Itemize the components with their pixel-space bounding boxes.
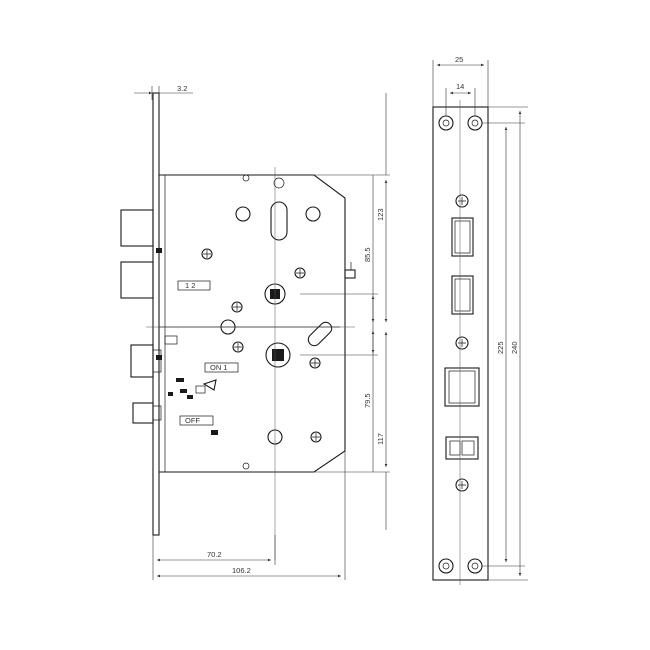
faceplate-outline [432, 106, 489, 581]
dim-spindle-upper: 85.5 [363, 247, 372, 262]
mount-hole [438, 558, 454, 574]
lock-case-outline [159, 174, 346, 473]
label-upper: 1 2 [185, 281, 195, 290]
deadbolt [120, 209, 154, 247]
auxiliary-trigger [132, 402, 154, 424]
faceplate-strip [152, 92, 160, 536]
faceplate-dimensions: 25 14 225 240 [432, 55, 528, 581]
mount-hole [438, 115, 454, 131]
spindle-lower-square [265, 342, 291, 368]
latch-bolt [120, 261, 154, 299]
mount-hole [467, 115, 483, 131]
dim-spindle-lower: 79.5 [363, 393, 372, 408]
dim-lower-height: 117 [376, 433, 385, 445]
dim-plate-length: 240 [510, 341, 519, 354]
latch-opening [451, 275, 474, 315]
dim-hole-pitch: 225 [496, 341, 505, 354]
lock-body-view: 1 2 ON 1 OFF [120, 92, 356, 560]
lock-body-dimensions: 3.2 123 85.5 79.5 117 70.2 106.2 [134, 84, 390, 580]
mount-hole [467, 558, 483, 574]
auxiliary-latch [130, 344, 154, 378]
dim-hole-spacing: 14 [456, 82, 464, 91]
deadbolt-opening [451, 217, 474, 257]
dim-faceplate-offset: 3.2 [177, 84, 187, 93]
faceplate-front-view [432, 100, 489, 585]
label-on: ON 1 [210, 363, 228, 372]
aux-latch-opening [444, 367, 480, 407]
dim-backset: 70.2 [207, 550, 222, 559]
screws [201, 248, 322, 443]
keyhole-profile [270, 201, 288, 241]
dim-plate-width: 25 [455, 55, 463, 64]
plate-screws [455, 194, 469, 492]
label-off: OFF [185, 416, 200, 425]
dim-body-depth: 106.2 [232, 566, 251, 575]
dim-upper-height: 123 [376, 208, 385, 221]
trigger-opening [445, 436, 479, 460]
